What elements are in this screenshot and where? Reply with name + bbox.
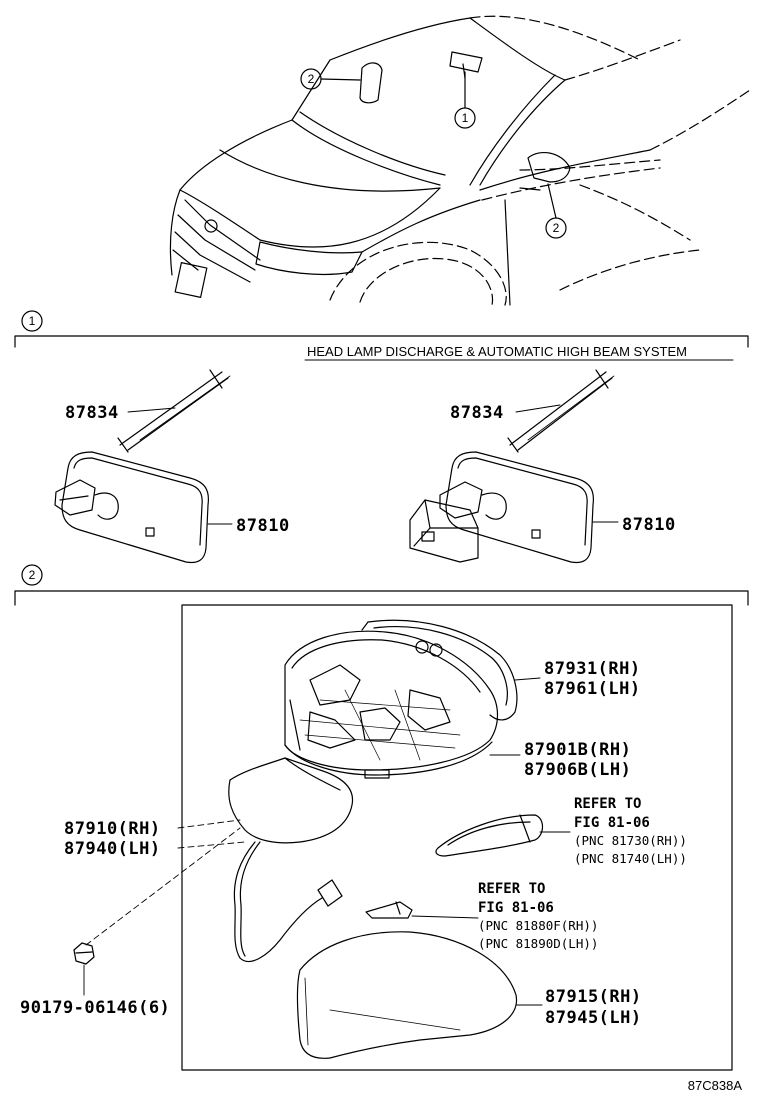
leader-mirror-assy-1 (177, 819, 241, 829)
refer1-line3: (PNC 81730(RH)) (574, 833, 687, 848)
leader-mirror-assy-2 (177, 841, 246, 849)
part-90179: 90179-06146(6) (20, 998, 170, 1018)
mirror-housing (284, 630, 499, 779)
inner-mirror-left (54, 369, 231, 564)
part-87901b: 87901B(RH) (524, 740, 631, 760)
part-87810-left: 87810 (236, 516, 290, 536)
part-87834-right: 87834 (450, 403, 504, 423)
part-87834-left: 87834 (65, 403, 119, 423)
nut-icon (73, 942, 95, 965)
leader-cover-outer (514, 677, 541, 681)
refer1-line4: (PNC 81740(LH)) (574, 851, 687, 866)
leader-refer2 (411, 915, 479, 919)
section2-frame (14, 564, 749, 1071)
part-87910: 87910(RH) (64, 819, 161, 839)
section2-marker: 2 (29, 568, 36, 582)
refer1-line1: REFER TO (574, 796, 641, 812)
section1-marker: 1 (29, 314, 36, 328)
part-87945: 87945(LH) (545, 1008, 642, 1028)
refer2-line4: (PNC 81890D(LH)) (478, 936, 598, 951)
leader-nut (85, 827, 241, 946)
refer2-line3: (PNC 81880F(RH)) (478, 918, 598, 933)
part-87906b: 87906B(LH) (524, 760, 631, 780)
part-87940: 87940(LH) (64, 839, 161, 859)
refer2-line1: REFER TO (478, 881, 545, 897)
callout-2-right: 2 (553, 221, 560, 235)
turn-signal-lamp (435, 814, 544, 857)
car-illustration (169, 15, 751, 306)
part-87810-right: 87810 (622, 515, 676, 535)
mirror-base (228, 757, 354, 963)
callout-1: 1 (462, 111, 469, 125)
leader-left-bracket (127, 407, 176, 413)
part-87931: 87931(RH) (544, 659, 641, 679)
labels: 2 1 2 1 HEAD LAMP DISCHARGE & AUTOMATIC … (20, 72, 742, 1093)
refer1-line2: FIG 81-06 (574, 815, 650, 831)
section1-frame (14, 310, 749, 361)
diagram-code: 87C838A (688, 1078, 743, 1093)
part-87961: 87961(LH) (544, 679, 641, 699)
refer2-line2: FIG 81-06 (478, 900, 554, 916)
foot-lamp (365, 901, 413, 919)
inner-mirror-right (409, 369, 615, 564)
callout-2-left: 2 (308, 72, 315, 86)
mirror-cover-lower (296, 931, 518, 1059)
car-callouts (300, 68, 567, 239)
part-87915: 87915(RH) (545, 987, 642, 1007)
section1-caption: HEAD LAMP DISCHARGE & AUTOMATIC HIGH BEA… (307, 344, 687, 359)
leader-right-bracket (515, 404, 561, 413)
